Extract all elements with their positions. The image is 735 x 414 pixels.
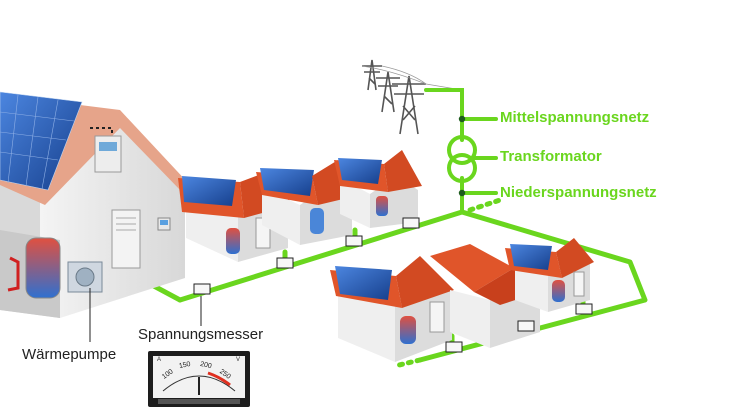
label-niederspannungsnetz: Niederspannungsnetz <box>500 184 657 201</box>
voltmeter-gauge: A V 100 150 200 250 <box>148 351 250 407</box>
pylon-small <box>362 59 382 91</box>
pylon-medium <box>376 71 400 113</box>
power-pylons <box>361 59 463 135</box>
voltmeter-face <box>153 356 245 404</box>
house-back-3 <box>334 150 422 228</box>
pylon-large <box>392 75 426 135</box>
connection-dots <box>458 115 466 197</box>
house-front-1 <box>330 256 454 362</box>
label-transformator: Transformator <box>500 148 602 165</box>
meter-unit-left: A <box>157 357 162 363</box>
transformer-icon <box>447 135 477 183</box>
line-voltmeters <box>193 217 593 353</box>
label-waermepumpe: Wärmepumpe <box>22 346 117 363</box>
label-mittelspannungsnetz: Mittelspannungsnetz <box>500 109 650 126</box>
label-spannungsmesser: Spannungsmesser <box>138 326 264 343</box>
meter-unit-right: V <box>236 357 241 363</box>
main-house <box>0 91 190 318</box>
house-front-3 <box>505 238 594 312</box>
